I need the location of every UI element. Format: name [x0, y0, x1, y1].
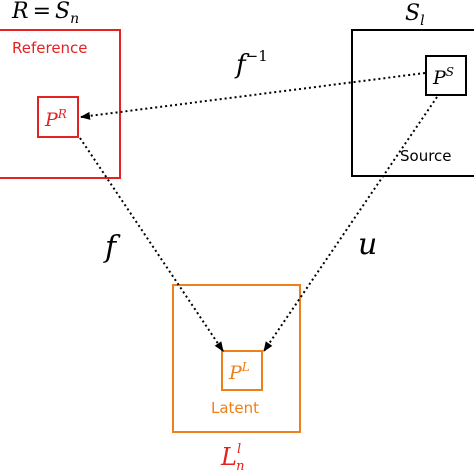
- forward-mapping-label: f: [103, 230, 121, 265]
- reference-box: [0, 29, 121, 179]
- reference-group: Reference PR R=Sn: [0, 0, 121, 179]
- reference-top-label: R=Sn: [11, 0, 79, 27]
- reference-box-label: Reference: [12, 39, 88, 57]
- forward-mapping-arrow: [79, 137, 224, 352]
- source-point-label: PS: [432, 65, 454, 89]
- inverse-mapping-label: f−1: [234, 47, 268, 80]
- reference-point-label: PR: [44, 107, 67, 131]
- latent-box: [172, 284, 301, 433]
- u-mapping-label: u: [358, 227, 377, 262]
- source-point-box: [425, 55, 467, 96]
- latent-point-box: [221, 350, 263, 391]
- u-mapping-arrow: [263, 96, 438, 352]
- source-box: [351, 29, 474, 177]
- inverse-mapping-arrow: [80, 72, 426, 120]
- latent-box-label: Latent: [211, 399, 259, 417]
- source-group: Source PS Sl: [351, 1, 474, 177]
- source-top-label: Sl: [405, 1, 425, 29]
- source-box-label: Source: [400, 147, 452, 165]
- latent-point-label: PL: [228, 360, 250, 384]
- reference-point-box: [37, 96, 79, 138]
